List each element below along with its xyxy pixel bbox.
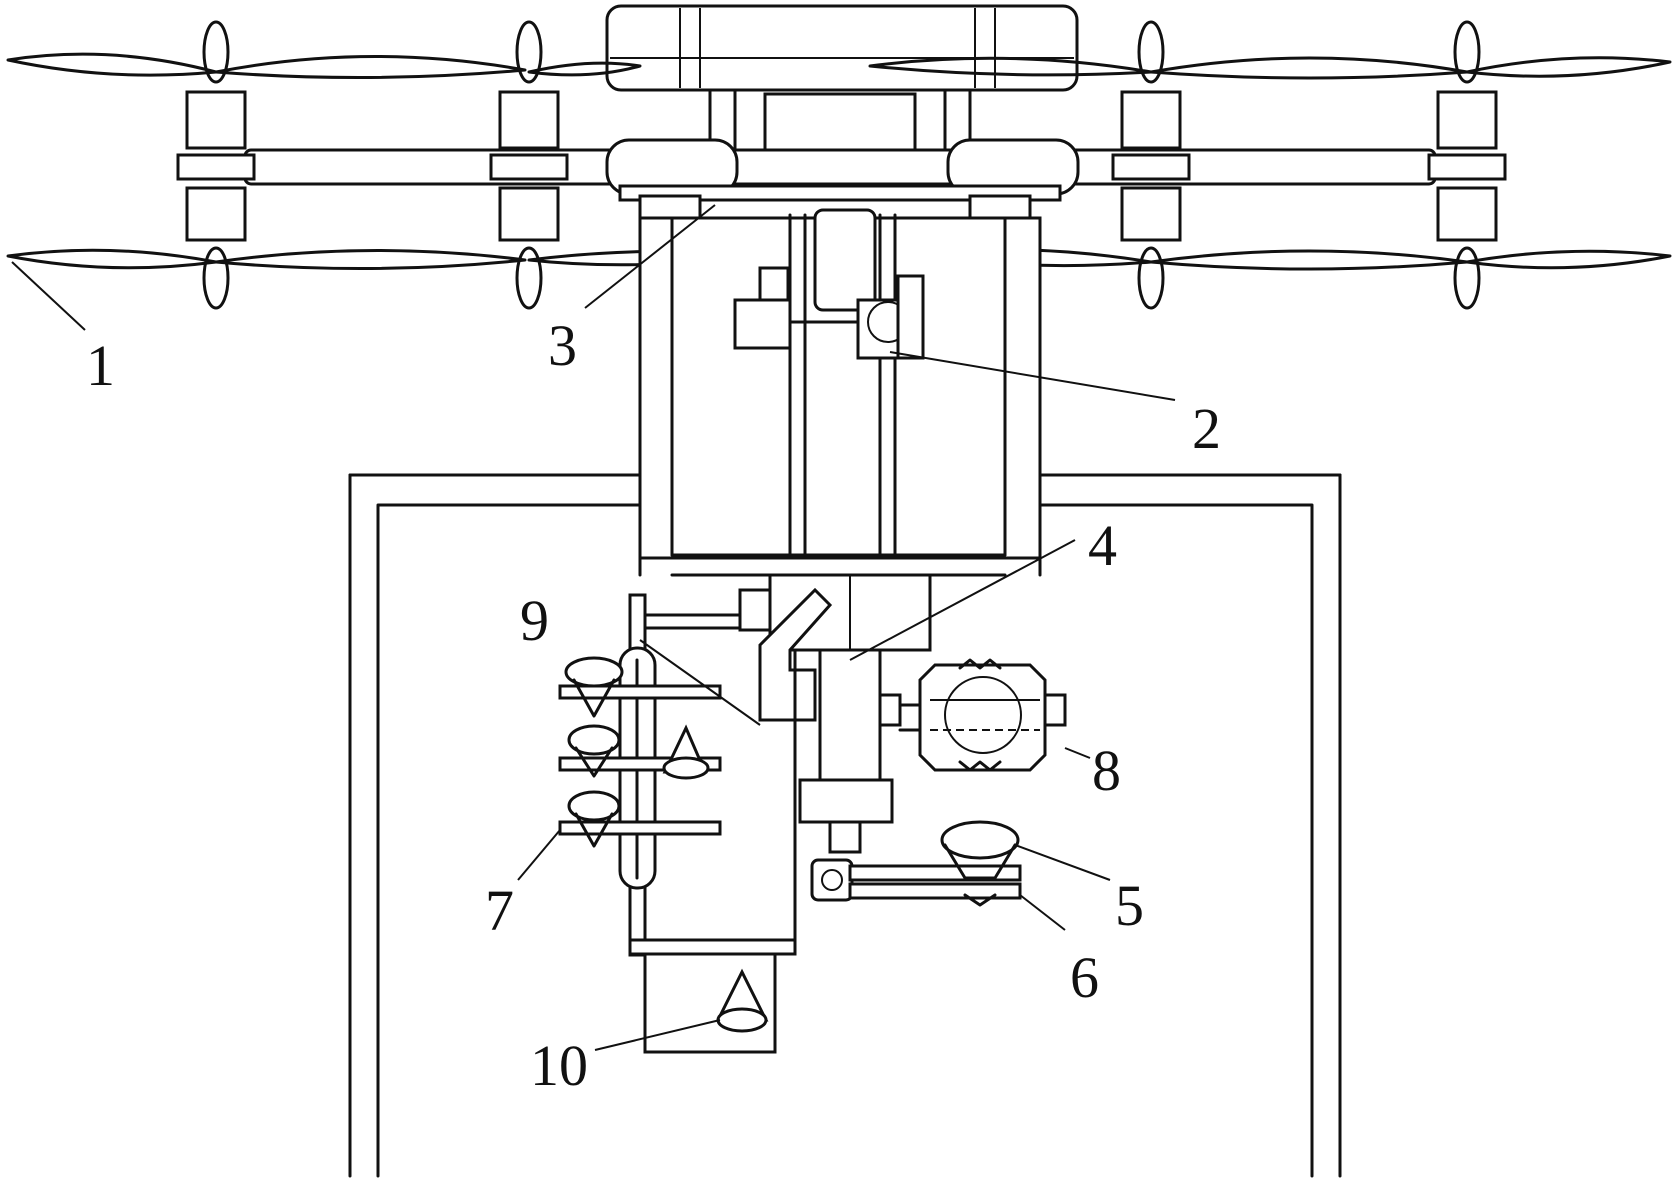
label-10: 10 bbox=[530, 1033, 588, 1098]
leader-4 bbox=[849, 539, 1076, 661]
leader-9 bbox=[639, 639, 761, 726]
leader-3 bbox=[584, 204, 716, 309]
propeller bbox=[214, 249, 527, 271]
leader-6 bbox=[1019, 894, 1066, 931]
lift-column bbox=[738, 573, 932, 854]
gripper bbox=[810, 820, 1022, 907]
motor bbox=[1111, 20, 1191, 310]
propeller bbox=[1465, 56, 1672, 78]
leader-7 bbox=[517, 829, 561, 881]
leader-5 bbox=[1014, 844, 1111, 881]
propeller bbox=[1149, 56, 1469, 80]
leader-8 bbox=[1064, 747, 1091, 759]
leader-1 bbox=[11, 261, 86, 331]
label-1: 1 bbox=[86, 333, 115, 398]
propeller bbox=[1465, 249, 1672, 270]
label-6: 6 bbox=[1070, 945, 1099, 1010]
label-8: 8 bbox=[1092, 738, 1121, 803]
motor-group bbox=[176, 20, 1507, 310]
camera-gimbal bbox=[733, 208, 925, 360]
rotating-jaw bbox=[878, 658, 1067, 772]
propeller bbox=[1149, 249, 1469, 271]
leader-2 bbox=[889, 351, 1176, 401]
frame-arm bbox=[243, 138, 1437, 220]
label-2: 2 bbox=[1192, 396, 1221, 461]
label-3: 3 bbox=[548, 313, 577, 378]
motor bbox=[489, 20, 569, 310]
propeller bbox=[527, 61, 642, 77]
label-9: 9 bbox=[520, 588, 549, 653]
landing-frame bbox=[348, 473, 1342, 1178]
labels: 1 2 3 4 5 6 7 8 9 10 bbox=[86, 313, 1221, 1098]
propeller bbox=[6, 248, 218, 270]
label-5: 5 bbox=[1115, 873, 1144, 938]
label-4: 4 bbox=[1088, 513, 1117, 578]
motor bbox=[1427, 20, 1507, 310]
leader-10 bbox=[594, 1019, 721, 1051]
propeller bbox=[6, 52, 218, 77]
label-7: 7 bbox=[485, 878, 514, 943]
leader-lines bbox=[11, 204, 1176, 1051]
propeller bbox=[214, 55, 527, 80]
cone-magazine bbox=[558, 593, 797, 1054]
support-frame bbox=[638, 213, 1042, 577]
motor bbox=[176, 20, 256, 310]
